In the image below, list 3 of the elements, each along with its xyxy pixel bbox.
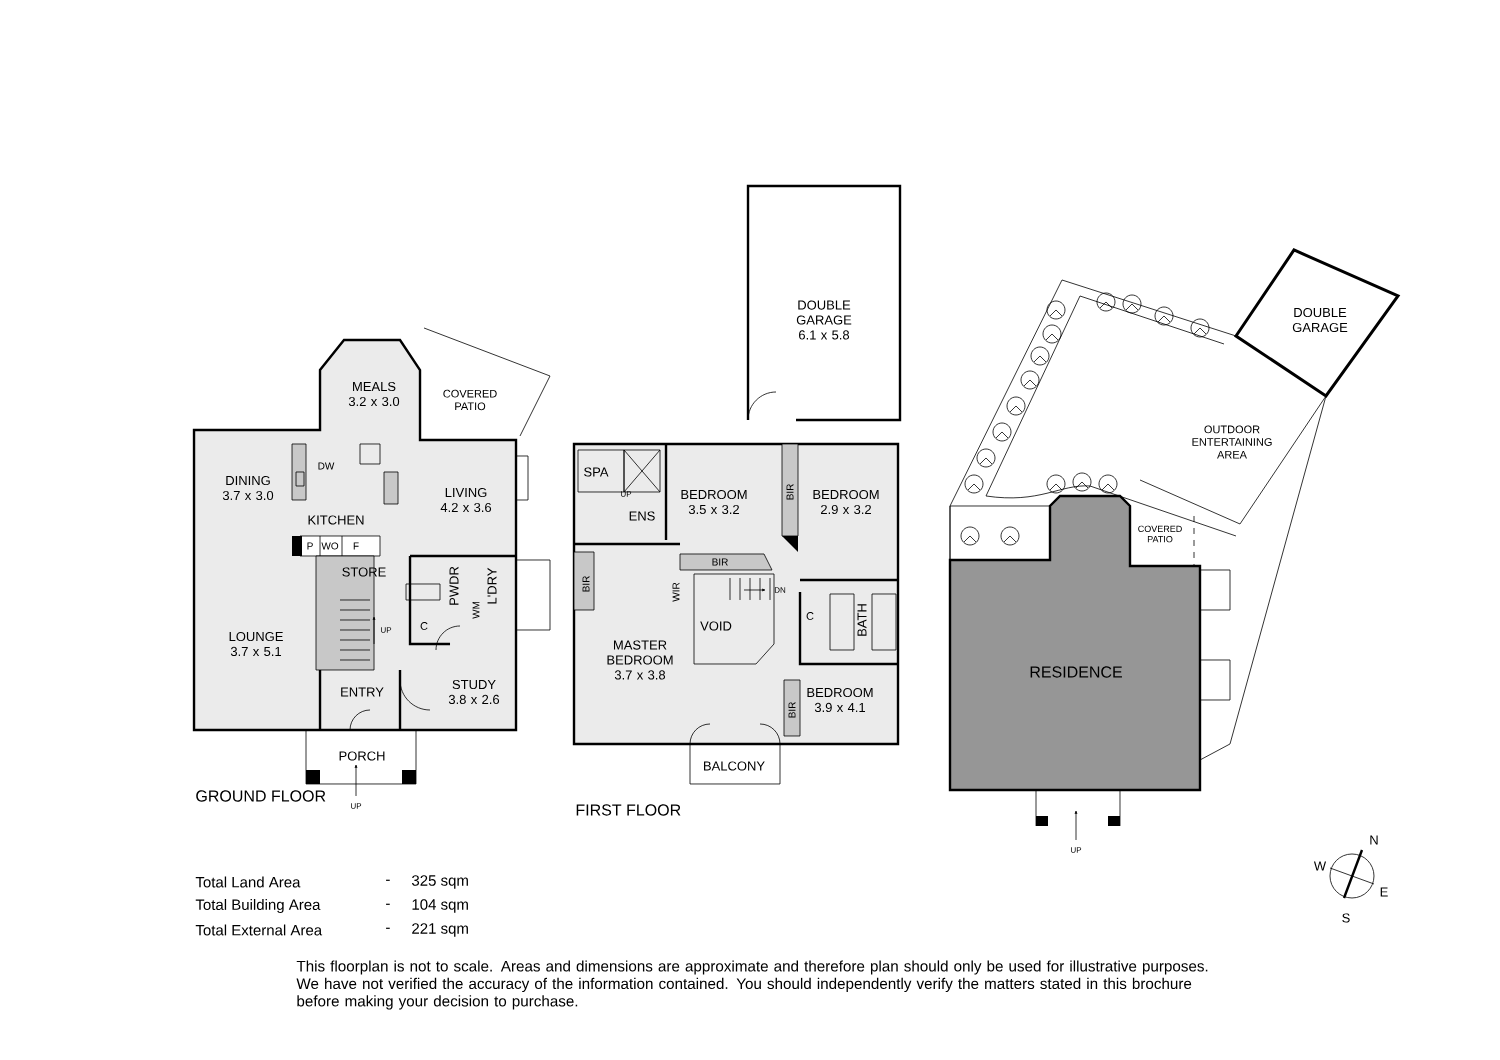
room-label: RESIDENCE [1030,666,1122,678]
floor-title: GROUND FLOOR [196,790,326,802]
floor-title: FIRST FLOOR [576,804,681,816]
